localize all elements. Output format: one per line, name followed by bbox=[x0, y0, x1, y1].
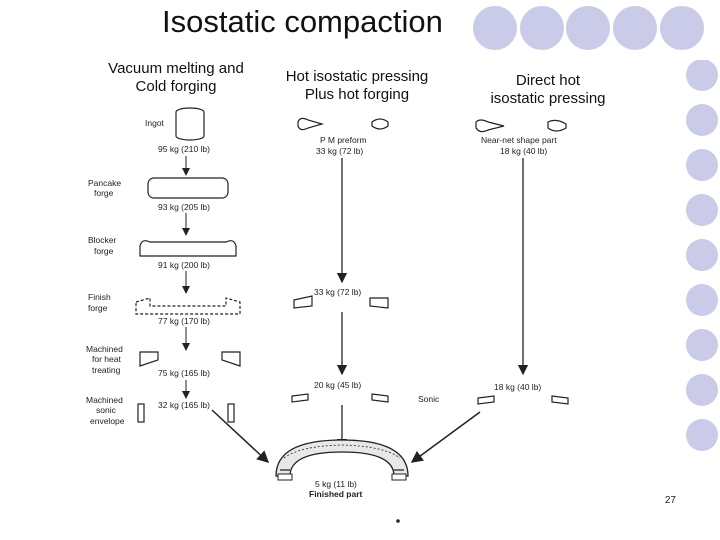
stray-dot bbox=[396, 519, 400, 523]
sonic-envelope-shape bbox=[137, 403, 235, 423]
finish-label-1: Finish bbox=[88, 292, 111, 302]
finish-label-2: forge bbox=[88, 303, 108, 313]
forged-shape bbox=[293, 295, 389, 309]
finish-shape bbox=[135, 297, 241, 315]
column-heading-middle-line2: Plus hot forging bbox=[304, 86, 410, 103]
column-heading-left-line1: Vacuum melting and bbox=[108, 60, 244, 77]
deco-circle-2 bbox=[520, 6, 564, 50]
column-heading-direct-hip: Direct hot isostatic pressing bbox=[468, 72, 628, 108]
sonic-weight: 32 kg (165 lb) bbox=[158, 400, 210, 410]
pancake-label-2: forge bbox=[94, 188, 114, 198]
column-heading-cold-forging: Vacuum melting and Cold forging bbox=[86, 60, 266, 96]
preform-label: P M preform bbox=[320, 135, 367, 145]
arrow-left-to-finished bbox=[211, 409, 270, 464]
column-heading-right-line2: isostatic pressing bbox=[490, 90, 606, 107]
column-heading-left-line2: Cold forging bbox=[135, 78, 217, 95]
ingot-label: Ingot bbox=[145, 118, 165, 128]
deco-circle-3 bbox=[566, 6, 610, 50]
sonic-label-1: Machined bbox=[86, 395, 123, 405]
deco-side-circle-2 bbox=[686, 104, 718, 136]
column-heading-middle-line1: Hot isostatic pressing bbox=[285, 68, 429, 85]
preform-weight: 33 kg (72 lb) bbox=[316, 146, 363, 156]
decorative-circles-side bbox=[686, 60, 718, 451]
middle-machined-shape bbox=[291, 393, 389, 403]
machined-shape bbox=[139, 351, 241, 367]
machined-label-2: for heat bbox=[92, 354, 121, 364]
finished-weight: 5 kg (11 lb) bbox=[315, 479, 357, 489]
deco-side-circle-5 bbox=[686, 239, 718, 271]
deco-side-circle-9 bbox=[686, 419, 718, 451]
near-net-label: Near-net shape part bbox=[481, 135, 557, 145]
deco-circle-5 bbox=[660, 6, 704, 50]
near-net-weight: 18 kg (40 lb) bbox=[500, 146, 547, 156]
slide-title: Isostatic compaction bbox=[162, 4, 443, 39]
pancake-shape bbox=[147, 177, 229, 199]
deco-side-circle-7 bbox=[686, 329, 718, 361]
near-net-shape bbox=[475, 119, 567, 133]
machined-weight: 75 kg (165 lb) bbox=[158, 368, 210, 378]
column-heading-right-line1: Direct hot bbox=[515, 72, 581, 89]
blocker-weight: 91 kg (200 lb) bbox=[158, 260, 210, 270]
preform-shape bbox=[297, 117, 389, 131]
machined-label-1: Machined bbox=[86, 344, 123, 354]
ingot-weight: 95 kg (210 lb) bbox=[158, 144, 210, 154]
forged-weight: 33 kg (72 lb) bbox=[314, 287, 361, 297]
deco-side-circle-6 bbox=[686, 284, 718, 316]
deco-side-circle-8 bbox=[686, 374, 718, 406]
pancake-weight: 93 kg (205 lb) bbox=[158, 202, 210, 212]
finished-part-shape bbox=[275, 439, 409, 481]
deco-side-circle-4 bbox=[686, 194, 718, 226]
deco-side-circle-1 bbox=[686, 60, 718, 91]
blocker-label-1: Blocker bbox=[88, 235, 117, 245]
column-heading-hip-forging: Hot isostatic pressing Plus hot forging bbox=[262, 68, 452, 104]
ingot-shape bbox=[175, 107, 205, 141]
machined-label-3: treating bbox=[92, 365, 121, 375]
blocker-label-2: forge bbox=[94, 246, 114, 256]
arrow-right-to-finished bbox=[410, 411, 481, 463]
finish-weight: 77 kg (170 lb) bbox=[158, 316, 210, 326]
right-final-weight: 18 kg (40 lb) bbox=[494, 382, 541, 392]
deco-circle-1 bbox=[473, 6, 517, 50]
sonic-label-3: envelope bbox=[90, 416, 125, 426]
page-number: 27 bbox=[664, 495, 676, 506]
decorative-circles bbox=[473, 6, 704, 50]
finished-label: Finished part bbox=[309, 489, 363, 499]
sonic-text: Sonic bbox=[418, 394, 440, 404]
middle-machined-weight: 20 kg (45 lb) bbox=[314, 380, 361, 390]
right-final-shape bbox=[477, 395, 569, 405]
deco-side-circle-3 bbox=[686, 149, 718, 181]
blocker-shape bbox=[139, 240, 237, 257]
sonic-label-2: sonic bbox=[96, 405, 117, 415]
deco-circle-4 bbox=[613, 6, 657, 50]
pancake-label-1: Pancake bbox=[88, 178, 121, 188]
